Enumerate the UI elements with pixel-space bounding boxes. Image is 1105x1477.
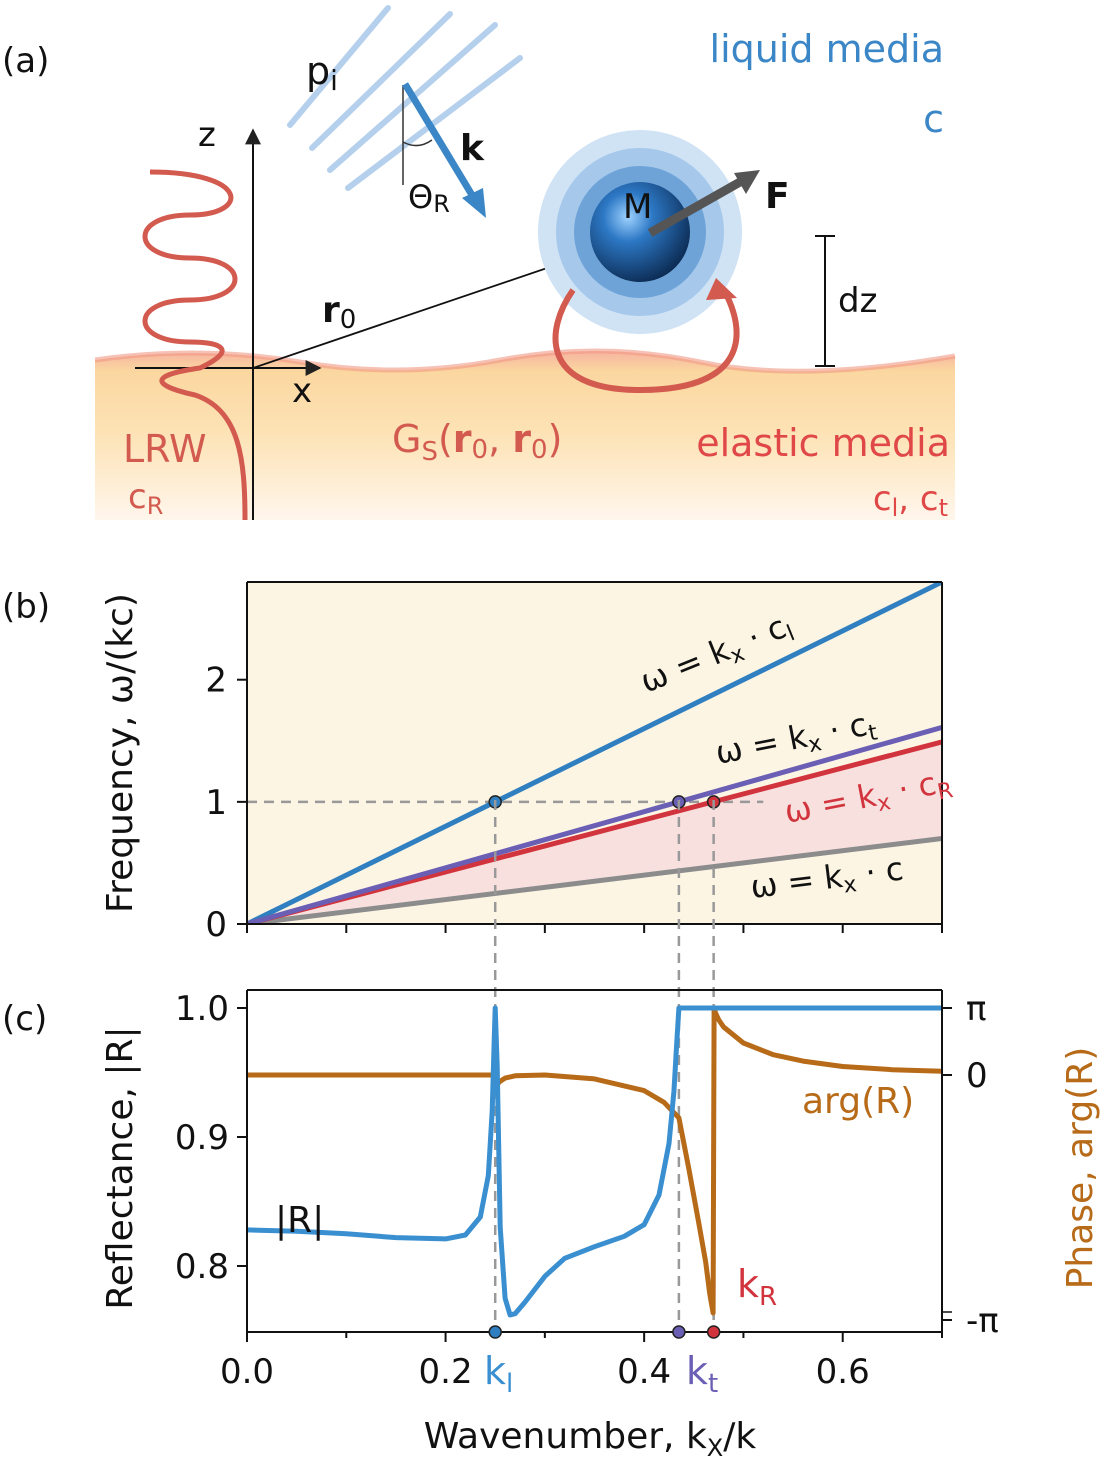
k-vector-arrowhead <box>462 188 486 218</box>
chart-b-plot-area <box>247 582 942 924</box>
force-vector-line <box>647 178 743 237</box>
y2-axis-label: Phase, arg(R) <box>1060 1047 1101 1290</box>
panel-label-b: (b) <box>2 587 50 627</box>
y-tick-label: 0.8 <box>175 1247 229 1287</box>
y-tick-label: 0 <box>205 905 227 945</box>
green-function-label: GS(r0, r0) <box>392 417 562 467</box>
series-line <box>247 836 942 924</box>
elastic-media-label: elastic media <box>696 421 950 465</box>
surface-line <box>94 348 956 374</box>
x-tick-label: 0.2 <box>419 1352 473 1392</box>
cl-ct-label: cl, ct <box>873 479 948 522</box>
dz-label: dz <box>838 281 877 321</box>
pi-label: pi <box>306 49 338 97</box>
z-axis-label: z <box>198 115 216 155</box>
y-tick-label: 1.0 <box>175 989 229 1029</box>
force-label: F <box>765 176 790 217</box>
elastic-medium <box>95 350 955 520</box>
theta-label: ΘR <box>408 178 450 218</box>
x-tick-label: 0.0 <box>220 1352 274 1392</box>
lrw-wave-profile <box>142 169 248 521</box>
argR-annotation: arg(R) <box>802 1081 914 1122</box>
y2-tick-label: π <box>966 989 986 1029</box>
x-axis-label: Wavenumber, kX/k <box>424 1416 757 1462</box>
y2-tick-label: -π <box>966 1301 999 1341</box>
schematic-panel: (a) pi k ΘR z x r0 <box>2 5 956 522</box>
x-tick-label: 0.6 <box>816 1352 870 1392</box>
k-marker <box>706 1325 721 1339</box>
y-tick-label: 0.9 <box>175 1118 229 1158</box>
k-label: k <box>460 128 485 169</box>
panel-label-c: (c) <box>2 999 47 1039</box>
liquid-media-label: liquid media <box>710 27 944 71</box>
kl-annotation: kl <box>484 1349 513 1399</box>
r0-label: r0 <box>322 290 356 335</box>
panel-label-a: (a) <box>2 41 49 81</box>
reflectance-chart: 0.8 0.9 1.0 π 0 -π 0.0 0.2 0.4 0.6 Reflectance, |R… <box>100 800 1101 1462</box>
green-loop-arrowhead <box>706 278 737 300</box>
liquid-speed-label: c <box>923 97 944 141</box>
lrw-label: LRW <box>123 427 207 471</box>
series-line <box>247 724 942 924</box>
phase-line <box>247 1005 942 1316</box>
k-marker <box>672 1325 686 1339</box>
y-tick-label: 2 <box>205 661 227 701</box>
series-line <box>247 582 942 924</box>
green-function-loop <box>552 288 740 394</box>
angle-arc <box>402 139 433 147</box>
reflectance-line <box>247 1005 942 1318</box>
incident-wavefronts <box>287 5 523 191</box>
k-marker <box>488 1325 502 1339</box>
y-axis-label: Frequency, ω/(kc) <box>100 593 141 913</box>
force-vector-arrowhead <box>734 170 760 194</box>
cR-label: cR <box>128 477 163 520</box>
x-axis-label: x <box>292 371 312 411</box>
y2-tick-label: 0 <box>966 1056 988 1096</box>
kR-annotation: kR <box>737 1262 777 1312</box>
y-axis-label: Reflectance, |R| <box>100 1026 141 1309</box>
k-vector-line <box>402 82 478 202</box>
kt-annotation: kt <box>686 1349 718 1399</box>
particle <box>538 130 742 334</box>
absR-annotation: |R| <box>275 1200 324 1241</box>
x-tick-label: 0.4 <box>617 1352 671 1392</box>
y-tick-label: 1 <box>205 783 227 823</box>
mass-label: M <box>623 187 652 227</box>
chart-c-plot-area <box>247 1005 942 1318</box>
